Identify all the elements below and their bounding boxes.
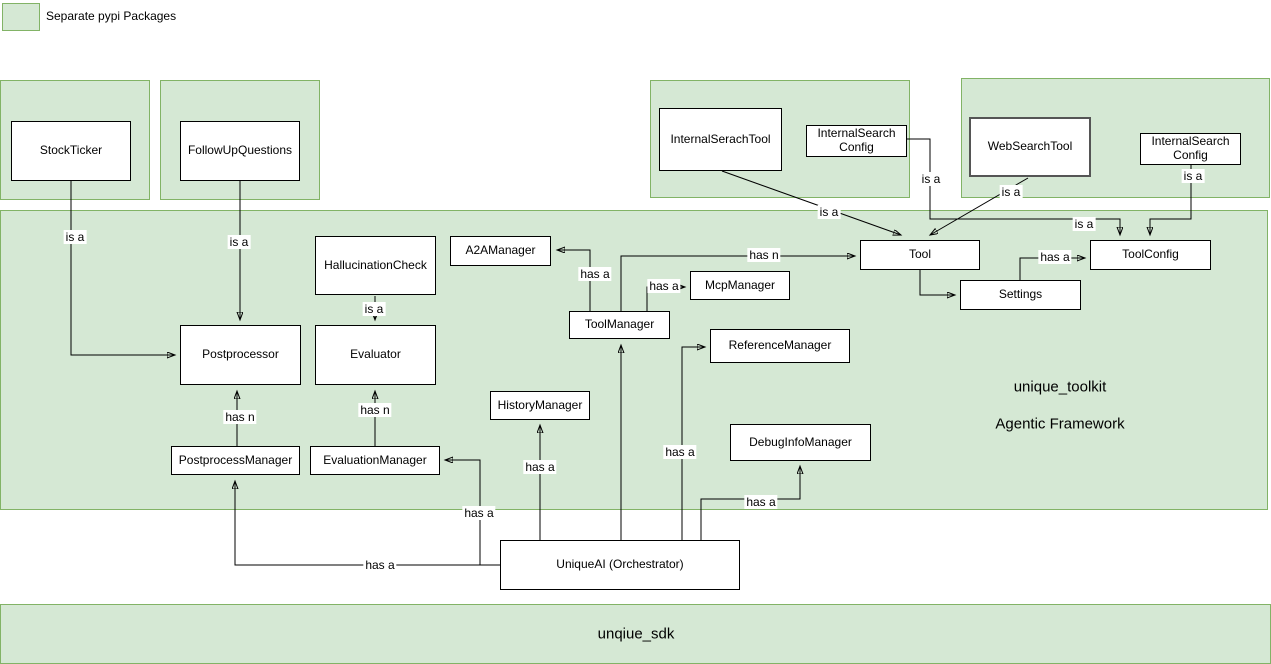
- edge-label: is a: [1181, 169, 1205, 183]
- edge-label: has a: [1038, 250, 1072, 264]
- node-mcpmanager: McpManager: [690, 271, 790, 300]
- edge-label: is a: [999, 185, 1023, 199]
- edge-label: has a: [523, 460, 557, 474]
- node-stockticker: StockTicker: [11, 121, 131, 181]
- legend-label: Separate pypi Packages: [46, 9, 177, 23]
- edge-label: is a: [362, 302, 386, 316]
- edge-label: has a: [663, 445, 697, 459]
- node-toolconfig: ToolConfig: [1090, 240, 1211, 270]
- node-evaluator: Evaluator: [315, 325, 436, 385]
- node-websearchtool: WebSearchTool: [969, 117, 1091, 177]
- node-evaluationmanager: EvaluationManager: [310, 446, 440, 475]
- node-debuginfomanager: DebugInfoManager: [730, 424, 871, 461]
- toolkit-title: unique_toolkit: [1013, 378, 1107, 396]
- node-settings: Settings: [960, 280, 1081, 310]
- node-postprocessor: Postprocessor: [180, 325, 301, 385]
- node-a2amanager: A2AManager: [450, 236, 551, 266]
- node-historymanager: HistoryManager: [490, 391, 590, 420]
- edge-label: is a: [817, 205, 841, 219]
- edge-label: has a: [363, 558, 397, 572]
- edge-label: is a: [1072, 217, 1096, 231]
- edge-label: has a: [744, 495, 778, 509]
- edge-label: has a: [462, 506, 496, 520]
- edge-label: has n: [747, 248, 781, 262]
- node-referencemanager: ReferenceManager: [710, 329, 850, 363]
- node-toolmanager: ToolManager: [569, 311, 670, 339]
- edge-label: has n: [223, 410, 257, 424]
- toolkit-subtitle: Agentic Framework: [995, 415, 1125, 433]
- node-internalsearchconfig-right: InternalSearch Config: [1140, 133, 1241, 165]
- edge-label: has a: [578, 267, 612, 281]
- node-internalsearchconfig-left: InternalSearch Config: [806, 125, 907, 157]
- edge-label: has a: [647, 279, 681, 293]
- edge-label: is a: [63, 230, 87, 244]
- node-hallucinationcheck: HallucinationCheck: [315, 236, 436, 295]
- node-uniqueai-orchestrator: UniqueAI (Orchestrator): [500, 540, 740, 590]
- node-postprocessmanager: PostprocessManager: [171, 446, 300, 475]
- edge-label: is a: [919, 172, 943, 186]
- node-followupquestions: FollowUpQuestions: [180, 121, 300, 181]
- package-unique-sdk: [0, 604, 1271, 664]
- node-internalserachtool: InternalSerachTool: [659, 108, 782, 171]
- edge-label: is a: [227, 235, 251, 249]
- edge-label: has n: [358, 403, 392, 417]
- legend-swatch: [2, 3, 40, 31]
- sdk-label: unqiue_sdk: [597, 625, 675, 643]
- node-tool: Tool: [860, 240, 980, 270]
